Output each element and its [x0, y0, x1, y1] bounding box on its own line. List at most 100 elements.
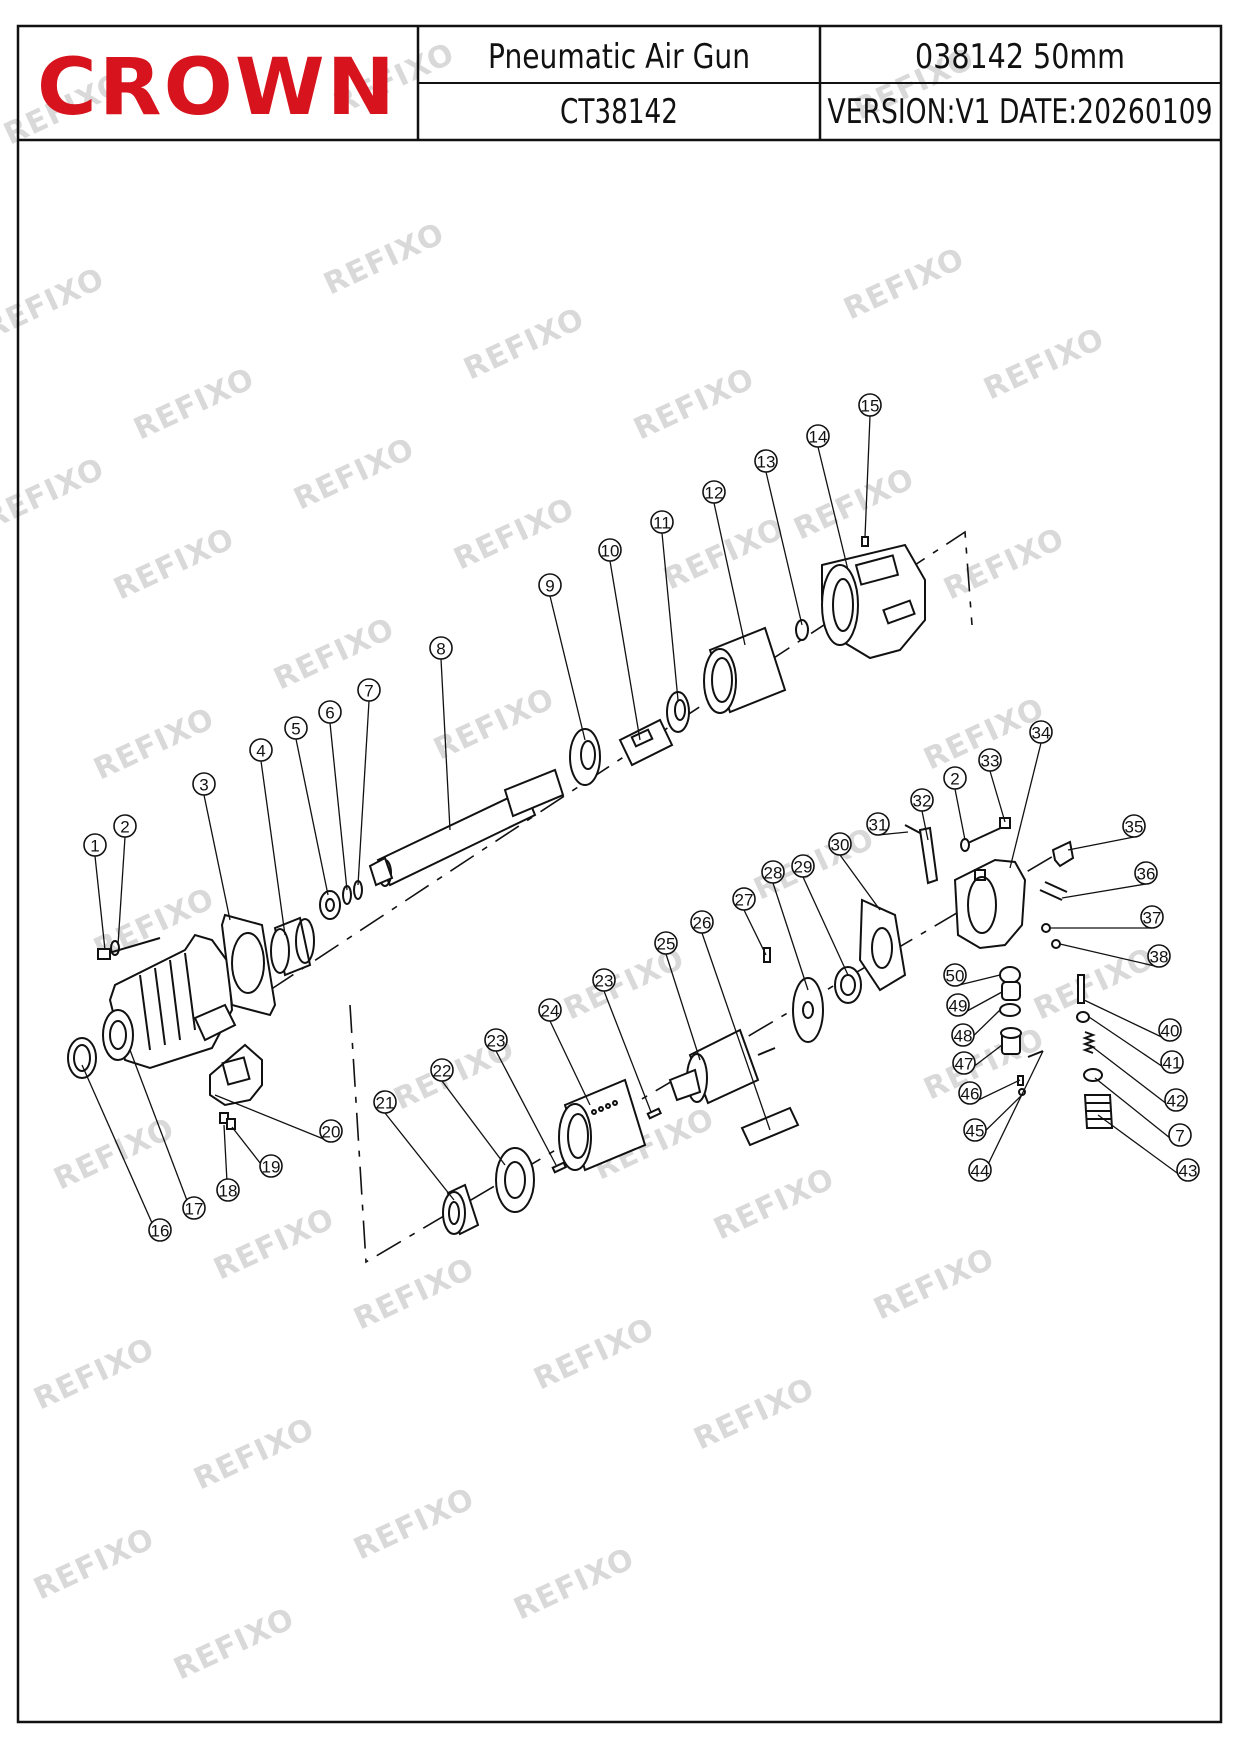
callout-part-13: 13 — [754, 449, 803, 626]
callout-balloon — [732, 887, 756, 911]
callout-number: 28 — [764, 864, 783, 883]
callout-leader — [817, 446, 849, 571]
part-49-bushing — [1001, 981, 1021, 1001]
callout-balloon — [650, 510, 674, 534]
callout-number: 29 — [794, 858, 813, 877]
watermark-text: REFIXO — [29, 1521, 161, 1607]
callout-balloon — [963, 1118, 987, 1142]
callout-part-47: 47 — [952, 1044, 1003, 1075]
watermark-text: REFIXO — [789, 461, 921, 547]
watermark-text: REFIXO — [349, 1251, 481, 1337]
brand-logo: CROWN — [37, 43, 397, 133]
part-23-pin-a — [551, 1161, 568, 1174]
callout-leader — [1088, 1016, 1173, 1074]
callout-part-7: 7 — [1094, 1077, 1192, 1147]
watermark-text: REFIXO — [189, 1411, 321, 1497]
callout-balloon — [1140, 905, 1164, 929]
watermark-text: REFIXO — [449, 491, 581, 577]
part-29-bearing — [834, 966, 862, 1004]
callout-part-38: 38 — [1059, 943, 1171, 968]
callout-part-41: 41 — [1088, 1016, 1184, 1074]
callout-balloon — [284, 716, 308, 740]
part-35-knob — [1051, 840, 1075, 868]
callout-number: 21 — [376, 1094, 395, 1113]
part-26-blade — [740, 1106, 800, 1147]
callout-leader — [129, 1049, 195, 1220]
callout-balloon — [866, 812, 890, 836]
part-19-screw — [226, 1118, 236, 1130]
callout-leader — [1083, 999, 1171, 1042]
callout-number: 24 — [541, 1002, 560, 1021]
watermark-text: REFIXO — [0, 451, 110, 537]
watermark-text: REFIXO — [659, 511, 791, 597]
watermark-text: REFIXO — [979, 321, 1111, 407]
callout-leader — [1067, 836, 1135, 851]
callout-balloon — [430, 1058, 454, 1082]
callout-part-42: 42 — [1089, 1044, 1188, 1112]
watermark-text: REFIXO — [29, 1331, 161, 1417]
watermark-text: REFIXO — [509, 1541, 641, 1627]
callout-balloon — [1122, 814, 1146, 838]
exploded-parts — [67, 536, 1114, 1236]
callout-number: 45 — [966, 1122, 985, 1141]
callout-balloon — [702, 480, 726, 504]
callout-number: 30 — [831, 836, 850, 855]
callout-balloon — [946, 993, 970, 1017]
assembly-guides — [269, 530, 1056, 1264]
callout-part-44: 44 — [968, 1050, 1044, 1182]
watermark-text: REFIXO — [869, 1241, 1001, 1327]
callout-number: 11 — [653, 514, 671, 533]
part-16-front-ring — [67, 1037, 97, 1079]
callout-leader — [1009, 742, 1042, 869]
callout-balloon — [1168, 1123, 1192, 1147]
callout-number: 44 — [971, 1162, 990, 1181]
callout-part-46: 46 — [958, 1079, 1021, 1105]
callout-number: 47 — [955, 1055, 974, 1074]
part-36-pins — [1039, 881, 1068, 901]
callout-balloon — [654, 931, 678, 955]
callout-part-25: 25 — [654, 931, 701, 1061]
callout-balloon — [592, 968, 616, 992]
callout-number: 9 — [545, 577, 554, 596]
callout-number: 5 — [291, 720, 300, 739]
callout-number: 36 — [1137, 865, 1156, 884]
callout-number: 26 — [693, 914, 712, 933]
part-12-hammer-case — [703, 626, 787, 714]
callout-balloon — [951, 1023, 975, 1047]
part-25-rotor — [668, 1028, 776, 1105]
callout-number: 23 — [487, 1032, 506, 1051]
callout-number: 2 — [120, 818, 129, 837]
callout-part-18: 18 — [216, 1124, 240, 1202]
callout-leader — [441, 1080, 506, 1166]
callout-number: 34 — [1032, 724, 1051, 743]
watermark-text: REFIXO — [919, 1021, 1051, 1107]
callout-part-24: 24 — [538, 998, 591, 1106]
callout-leader — [839, 854, 881, 911]
callout-leader — [214, 1094, 332, 1143]
watermark-text: REFIXO — [629, 361, 761, 447]
callout-part-15: 15 — [858, 393, 882, 538]
watermark-text: REFIXO — [529, 1311, 661, 1397]
part-14-housing — [821, 543, 926, 660]
part-41-washer — [1076, 1011, 1090, 1023]
part-32-lever — [918, 826, 939, 885]
callout-number: 16 — [151, 1222, 170, 1241]
callout-leader — [495, 1050, 557, 1166]
part-38-ball — [1051, 939, 1061, 949]
callout-number: 27 — [735, 891, 754, 910]
callout-leader — [864, 415, 871, 538]
callout-leader — [329, 722, 348, 891]
callout-part-27: 27 — [732, 887, 767, 956]
callout-number: 42 — [1167, 1092, 1186, 1111]
callout-leader — [549, 595, 586, 741]
part-4-sleeve — [270, 916, 315, 977]
callout-balloon — [910, 788, 934, 812]
callout-part-2: 2 — [113, 814, 137, 946]
callout-number: 25 — [657, 935, 676, 954]
version-date: VERSION:V1 DATE:20260109 — [828, 92, 1213, 132]
callout-part-43: 43 — [1097, 1114, 1200, 1182]
callout-leader — [772, 882, 809, 991]
callout-balloon — [806, 424, 830, 448]
watermark-text: REFIXO — [459, 301, 591, 387]
callout-balloon — [192, 772, 216, 796]
